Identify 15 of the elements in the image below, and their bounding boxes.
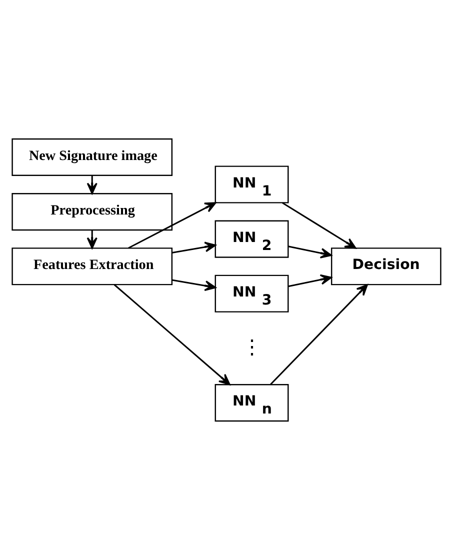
- node-box: New Signature image: [12, 138, 173, 176]
- arrow: [288, 245, 332, 258]
- node-box: Preprocessing: [12, 192, 173, 230]
- node-box: Features Extraction: [12, 247, 173, 285]
- label: ⋮: [242, 336, 262, 358]
- arrow: [172, 278, 216, 291]
- arrow: [270, 284, 368, 384]
- arrow: [114, 284, 230, 385]
- node-box: Decision: [330, 247, 442, 285]
- arrow: [128, 202, 216, 248]
- arrow: [288, 274, 332, 287]
- arrow: [172, 241, 216, 253]
- arrow: [282, 202, 356, 248]
- arrow: [86, 230, 98, 248]
- arrow: [86, 175, 98, 194]
